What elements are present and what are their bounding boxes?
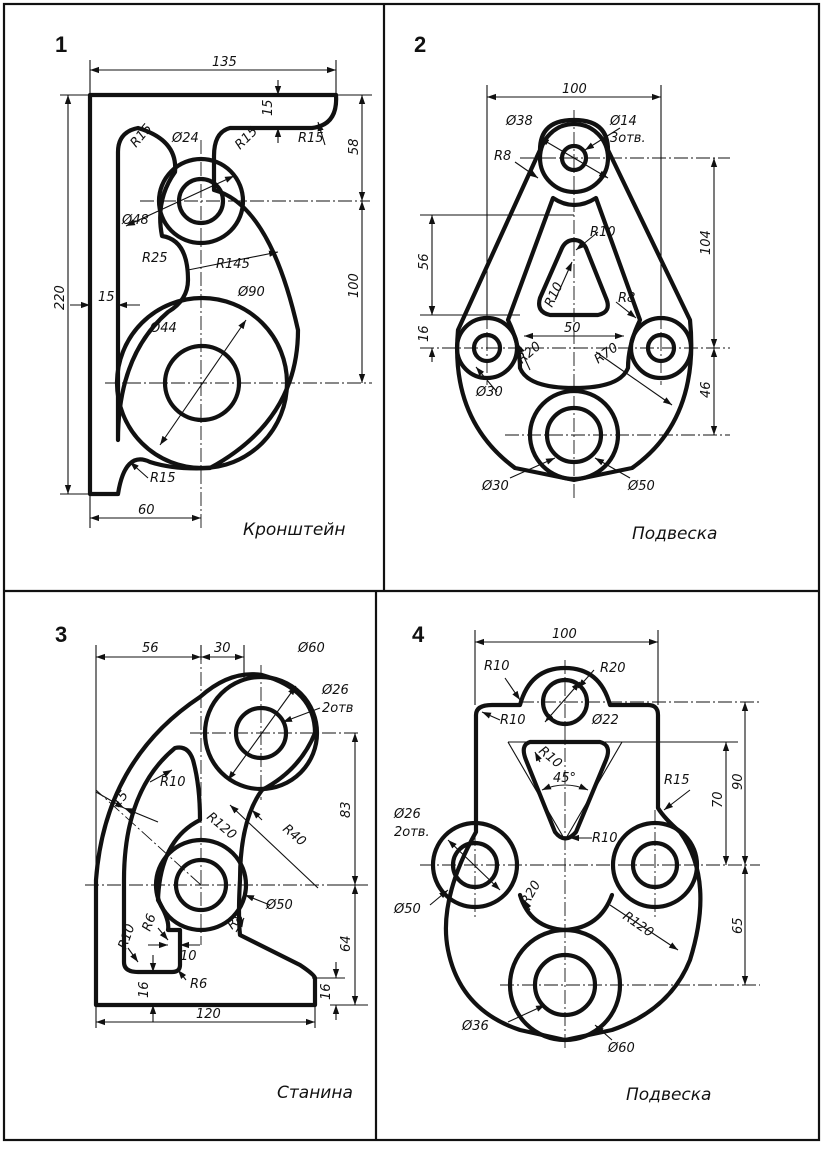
dim-label: R6	[190, 977, 207, 992]
dim-label: 3отв.	[610, 131, 646, 146]
dim-label: R10	[535, 744, 564, 772]
panel-4: 4 Подвеска	[393, 622, 760, 1105]
part-outline	[93, 672, 320, 1008]
dim-label: 83	[339, 801, 354, 818]
dim-label: R10	[484, 659, 510, 674]
dim-label: 15	[261, 99, 276, 116]
dimension-lines	[95, 645, 368, 1028]
panel-number: 4	[412, 622, 425, 647]
dim-label: Ø44	[149, 321, 177, 336]
dim-label: 16	[417, 325, 432, 342]
dim-label: R10	[116, 922, 139, 951]
dim-label: Ø50	[265, 898, 293, 913]
panel-caption: Станина	[277, 1083, 353, 1103]
dim-label: R8	[494, 149, 511, 164]
dim-label: 65	[731, 917, 746, 934]
dim-label: 15	[98, 290, 115, 305]
dim-label: 56	[417, 253, 432, 270]
dim-label: R10	[590, 225, 616, 240]
dim-label: 58	[347, 138, 362, 155]
dim-label: 135	[212, 55, 237, 70]
dim-label: 10	[180, 949, 197, 964]
dim-label: 100	[347, 273, 362, 298]
dim-label: 2отв	[322, 701, 353, 716]
dimension-labels: 56 30 Ø60 Ø26 2отв R10 15 R120 R40 83 Ø5…	[110, 641, 354, 1022]
panel-number: 2	[414, 32, 426, 57]
dim-label: Ø30	[475, 385, 503, 400]
dim-label: R10	[160, 775, 186, 790]
dim-label: 16	[137, 981, 152, 998]
dim-label: Ø90	[237, 285, 265, 300]
dim-label: R15	[128, 121, 156, 150]
dim-label: Ø30	[481, 479, 509, 494]
dim-label: R15	[664, 773, 690, 788]
dim-label: 70	[711, 791, 726, 808]
dim-label: 16	[319, 983, 334, 1000]
dim-label: R10	[592, 831, 618, 846]
dim-label: R8	[618, 291, 635, 306]
dim-label: R145	[216, 257, 250, 272]
dim-label: 104	[699, 230, 714, 255]
dim-label: 56	[142, 641, 159, 656]
dim-label: R8	[224, 910, 247, 933]
dim-label: 45°	[553, 771, 576, 786]
dim-label: 100	[552, 627, 577, 642]
dimension-lines	[429, 630, 749, 1041]
center-lines	[420, 660, 760, 1050]
panel-number: 1	[55, 32, 67, 57]
dim-label: Ø36	[461, 1019, 489, 1034]
dim-label: R40	[279, 822, 308, 850]
dimension-labels: 100 R10 R20 R10 Ø22 R10 45° R15 70 90 Ø2…	[393, 627, 746, 1056]
dim-label: Ø50	[393, 902, 421, 917]
dim-label: 60	[138, 503, 155, 518]
dim-label: R15	[298, 131, 324, 146]
dim-label: 64	[339, 935, 354, 952]
dim-label: 46	[699, 381, 714, 398]
dim-label: R15	[150, 471, 176, 486]
part-outline	[430, 665, 703, 1043]
dim-label: 100	[562, 82, 587, 97]
dim-label: Ø60	[297, 641, 325, 656]
dim-label: Ø26	[393, 807, 421, 822]
dim-label: 220	[53, 285, 68, 310]
dim-label: Ø22	[591, 713, 619, 728]
dim-label: R20	[600, 661, 626, 676]
panel-caption: Подвеска	[626, 1085, 711, 1105]
dim-label: R70	[592, 340, 622, 367]
part-outline	[87, 92, 339, 497]
panel-number: 3	[55, 622, 67, 647]
dim-label: R25	[142, 251, 168, 266]
dim-label: R120	[620, 909, 656, 941]
dim-label: 50	[564, 321, 581, 336]
dim-label: R6	[140, 912, 160, 933]
dim-label: Ø38	[505, 114, 533, 129]
dim-label: R20	[518, 878, 544, 908]
dimension-lines	[60, 60, 372, 528]
dim-label: Ø24	[171, 131, 199, 146]
dimension-labels: 135 15 R15 R15 R15 58 Ø24 Ø48 R25 R145 1…	[53, 55, 362, 518]
dim-label: R10	[500, 713, 526, 728]
dim-label: Ø14	[609, 114, 637, 129]
dim-label: 120	[196, 1007, 221, 1022]
panel-2: 2 Подвеска	[414, 32, 730, 544]
dim-label: R120	[203, 810, 239, 843]
panel-caption: Подвеска	[632, 524, 717, 544]
dim-label: 30	[214, 641, 231, 656]
dim-label: 2отв.	[394, 825, 430, 840]
panel-3: 3 Станина	[55, 622, 368, 1103]
dim-label: Ø60	[607, 1041, 635, 1056]
dim-label: 90	[731, 773, 746, 790]
panel-caption: Кронштейн	[243, 520, 345, 540]
dim-label: Ø50	[627, 479, 655, 494]
dimension-labels: 100 Ø38 Ø14 3отв. R8 R10 104 56 R10 R8 5…	[417, 82, 714, 494]
dim-label: Ø48	[121, 213, 149, 228]
panel-1: 1 Кронштейн	[53, 32, 372, 540]
dim-label: Ø26	[321, 683, 349, 698]
dimension-lines	[420, 85, 718, 479]
